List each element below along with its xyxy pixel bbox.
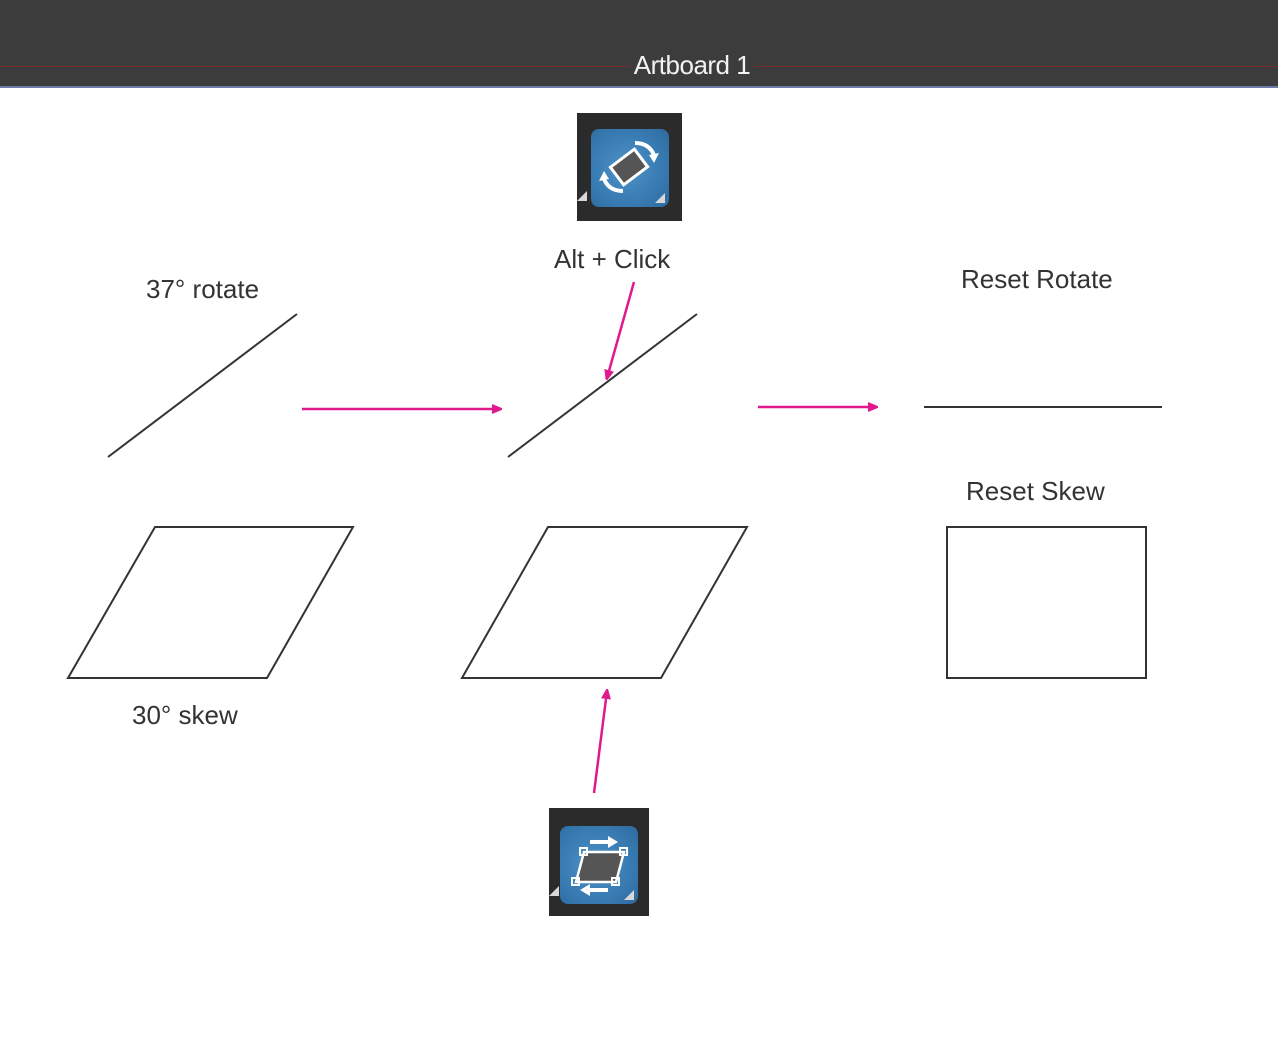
- skew-label: 30° skew: [132, 700, 238, 730]
- skew-tool-icon: [571, 836, 628, 896]
- corner-indicator: [655, 193, 665, 203]
- rotated-line-selected[interactable]: [507, 313, 698, 458]
- arrow-skew-tool-pointer: [592, 691, 607, 794]
- rotate-tool-panel: [577, 113, 682, 221]
- rotate-tool-icon: [599, 141, 659, 193]
- reset-skew-label: Reset Skew: [966, 476, 1105, 506]
- corner-indicator: [624, 890, 634, 900]
- reset-rotate-label: Reset Rotate: [961, 264, 1113, 294]
- reset-rectangle[interactable]: [946, 526, 1147, 679]
- corner-indicator: [577, 191, 587, 201]
- rotated-line[interactable]: [107, 313, 298, 458]
- skewed-parallelogram-selected[interactable]: [460, 526, 749, 679]
- skew-tool-panel: [549, 808, 649, 916]
- corner-indicator: [549, 886, 559, 896]
- alt-click-label: Alt + Click: [554, 244, 671, 274]
- artboard-title[interactable]: Artboard 1: [0, 50, 1278, 81]
- skewed-parallelogram[interactable]: [66, 526, 355, 679]
- artboard-header-bar: Artboard 1: [0, 0, 1278, 88]
- skew-tool-button[interactable]: [560, 826, 638, 904]
- rotate-label: 37° rotate: [146, 274, 260, 304]
- rotate-tool-button[interactable]: [591, 129, 669, 207]
